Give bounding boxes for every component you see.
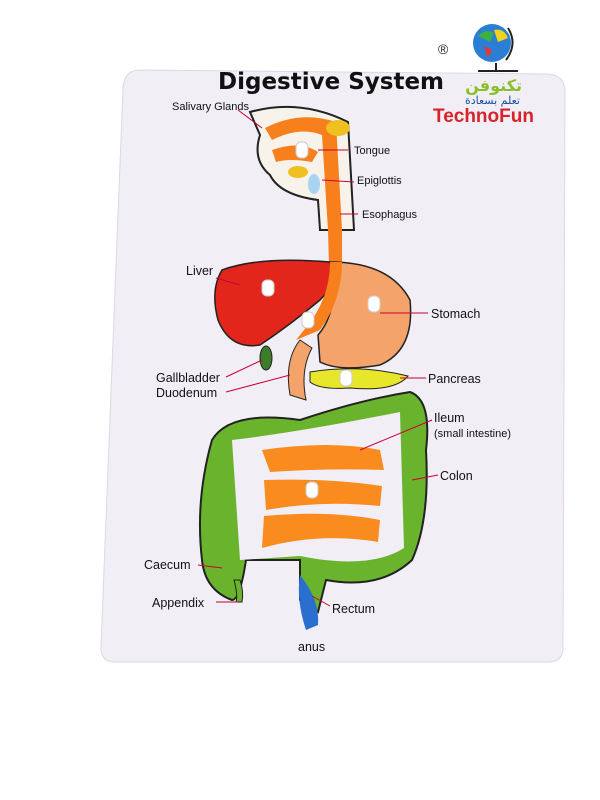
label-rectum: Rectum bbox=[332, 602, 375, 616]
label-leader-lines bbox=[197, 109, 439, 607]
peg-knob[interactable] bbox=[339, 369, 353, 387]
stomach-piece[interactable] bbox=[296, 261, 412, 369]
label-liver: Liver bbox=[186, 264, 213, 278]
globe-icon bbox=[473, 24, 511, 62]
registered-mark: ® bbox=[438, 41, 449, 57]
label-gallbladder: Gallbladder bbox=[156, 371, 220, 385]
liver-piece[interactable] bbox=[214, 259, 335, 347]
label-stomach: Stomach bbox=[431, 307, 480, 321]
label-duodenum: Duodenum bbox=[156, 386, 217, 400]
label-epiglottis: Epiglottis bbox=[357, 175, 402, 187]
board-title: Digestive System bbox=[218, 69, 444, 95]
peg-knob[interactable] bbox=[295, 141, 309, 159]
logo-arabic-tagline: تعلم بسعادة bbox=[465, 94, 520, 107]
label-salivary-glands: Salivary Glands bbox=[172, 101, 250, 113]
label-ileum-note: (small intestine) bbox=[434, 428, 511, 440]
label-anus: anus bbox=[298, 640, 325, 654]
label-appendix: Appendix bbox=[152, 596, 205, 610]
pancreas-piece[interactable] bbox=[309, 368, 409, 390]
label-esophagus: Esophagus bbox=[362, 209, 418, 221]
duodenum-piece[interactable] bbox=[287, 339, 313, 401]
peg-knob[interactable] bbox=[305, 481, 319, 499]
mouth-throat-piece[interactable] bbox=[248, 105, 356, 231]
label-caecum: Caecum bbox=[144, 558, 191, 572]
peg-knob[interactable] bbox=[301, 311, 315, 329]
label-pancreas: Pancreas bbox=[428, 372, 481, 386]
peg-knob[interactable] bbox=[367, 295, 381, 313]
label-tongue: Tongue bbox=[354, 145, 390, 157]
gallbladder-piece[interactable] bbox=[259, 345, 273, 371]
logo-brand: TechnoFun bbox=[433, 106, 534, 127]
peg-knob[interactable] bbox=[261, 279, 275, 297]
technofun-logo: ® تكنوفن تعلم بسعادة TechnoFun bbox=[433, 24, 534, 127]
logo-arabic-name: تكنوفن bbox=[465, 76, 522, 95]
label-colon: Colon bbox=[440, 469, 473, 483]
small-intestine-piece[interactable] bbox=[262, 445, 384, 548]
appendix-piece[interactable] bbox=[233, 579, 244, 603]
label-ileum: Ileum bbox=[434, 411, 465, 425]
